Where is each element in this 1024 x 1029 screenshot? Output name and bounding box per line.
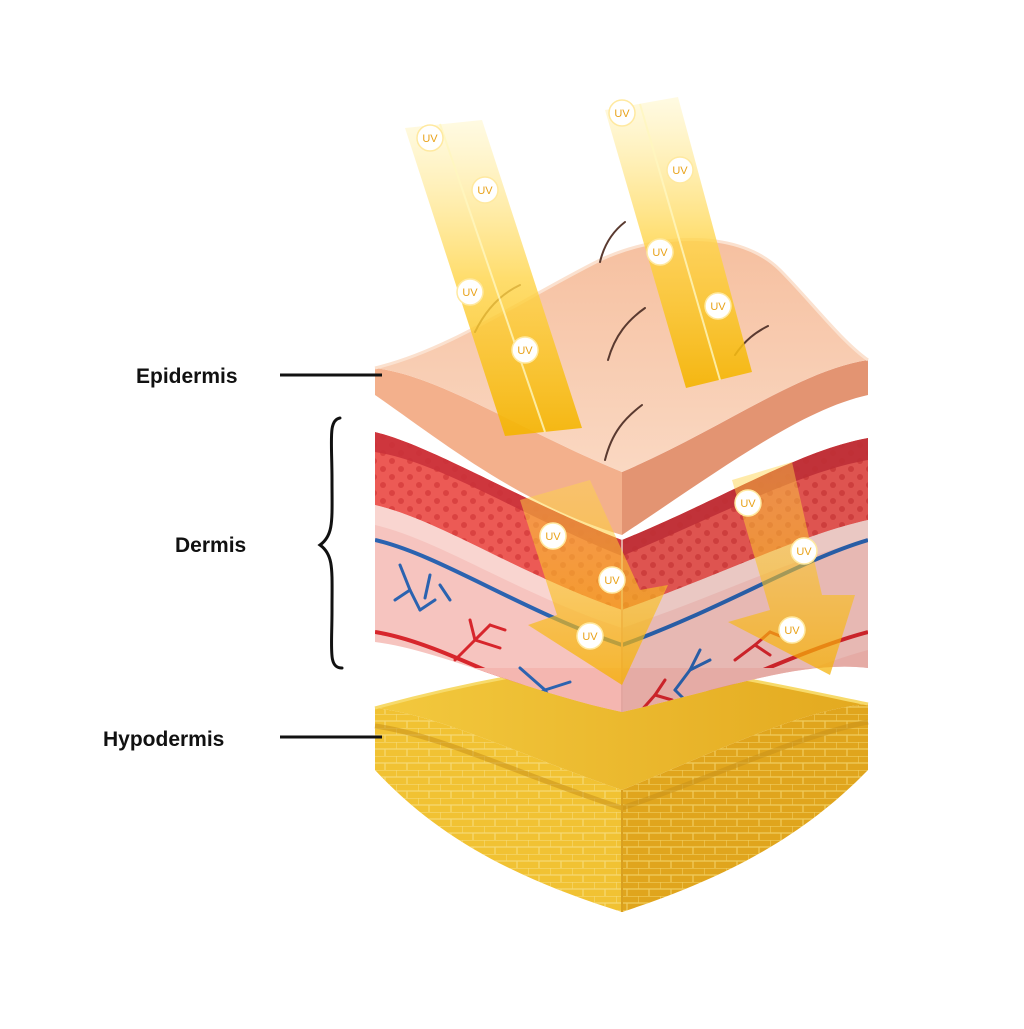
uv-badge: UV — [778, 616, 806, 644]
uv-badge: UV — [608, 99, 636, 127]
uv-badge-text: UV — [517, 345, 533, 357]
epidermis-label-group: Epidermis — [136, 365, 382, 388]
uv-badge: UV — [511, 336, 539, 364]
uv-arrow-right — [728, 462, 855, 675]
uv-badge-text: UV — [740, 498, 756, 510]
uv-badge: UV — [734, 489, 762, 517]
uv-badge-text: UV — [784, 625, 800, 637]
uv-badge-circle — [666, 156, 694, 184]
uv-badge-text: UV — [614, 108, 630, 120]
uv-badge-circle — [790, 537, 818, 565]
uv-badge: UV — [646, 238, 674, 266]
uv-badge-text: UV — [422, 133, 438, 145]
uv-badge-circle — [734, 489, 762, 517]
uv-badge-circle — [704, 292, 732, 320]
uv-badge-circle — [511, 336, 539, 364]
uv-badge-circle — [778, 616, 806, 644]
uv-badge-circle — [576, 622, 604, 650]
uv-badge-circle — [598, 566, 626, 594]
uv-badge-circle — [608, 99, 636, 127]
dermis-label-group: Dermis — [175, 416, 344, 670]
uv-badge: UV — [471, 176, 499, 204]
hypodermis-label: Hypodermis — [103, 728, 224, 751]
uv-badge-text: UV — [545, 531, 561, 543]
uv-badge-text: UV — [710, 301, 726, 313]
uv-badge-text: UV — [582, 631, 598, 643]
uv-badge-circle — [456, 278, 484, 306]
dermis-brace — [317, 416, 344, 670]
uv-badge: UV — [576, 622, 604, 650]
uv-badge-text: UV — [462, 287, 478, 299]
uv-badge: UV — [416, 124, 444, 152]
epidermis-label: Epidermis — [136, 365, 238, 388]
uv-beam-left — [405, 120, 582, 436]
uv-badge-circle — [539, 522, 567, 550]
uv-badge: UV — [704, 292, 732, 320]
uv-badge-text: UV — [477, 185, 493, 197]
uv-badge: UV — [456, 278, 484, 306]
uv-badge: UV — [666, 156, 694, 184]
uv-badge: UV — [539, 522, 567, 550]
uv-badge: UV — [598, 566, 626, 594]
uv-badge-text: UV — [652, 247, 668, 259]
uv-badge-circle — [416, 124, 444, 152]
dermis-label: Dermis — [175, 534, 246, 557]
hypodermis-label-group: Hypodermis — [103, 728, 382, 751]
uv-badge-text: UV — [796, 546, 812, 558]
uv-badge-circle — [646, 238, 674, 266]
uv-badge-text: UV — [604, 575, 620, 587]
uv-badge: UV — [790, 537, 818, 565]
uv-badge-text: UV — [672, 165, 688, 177]
uv-badges: UV UV UV UV UV UV UV UV UV UV UV UV UV UV — [416, 99, 818, 650]
hypodermis-block — [374, 658, 869, 912]
uv-badge-circle — [471, 176, 499, 204]
